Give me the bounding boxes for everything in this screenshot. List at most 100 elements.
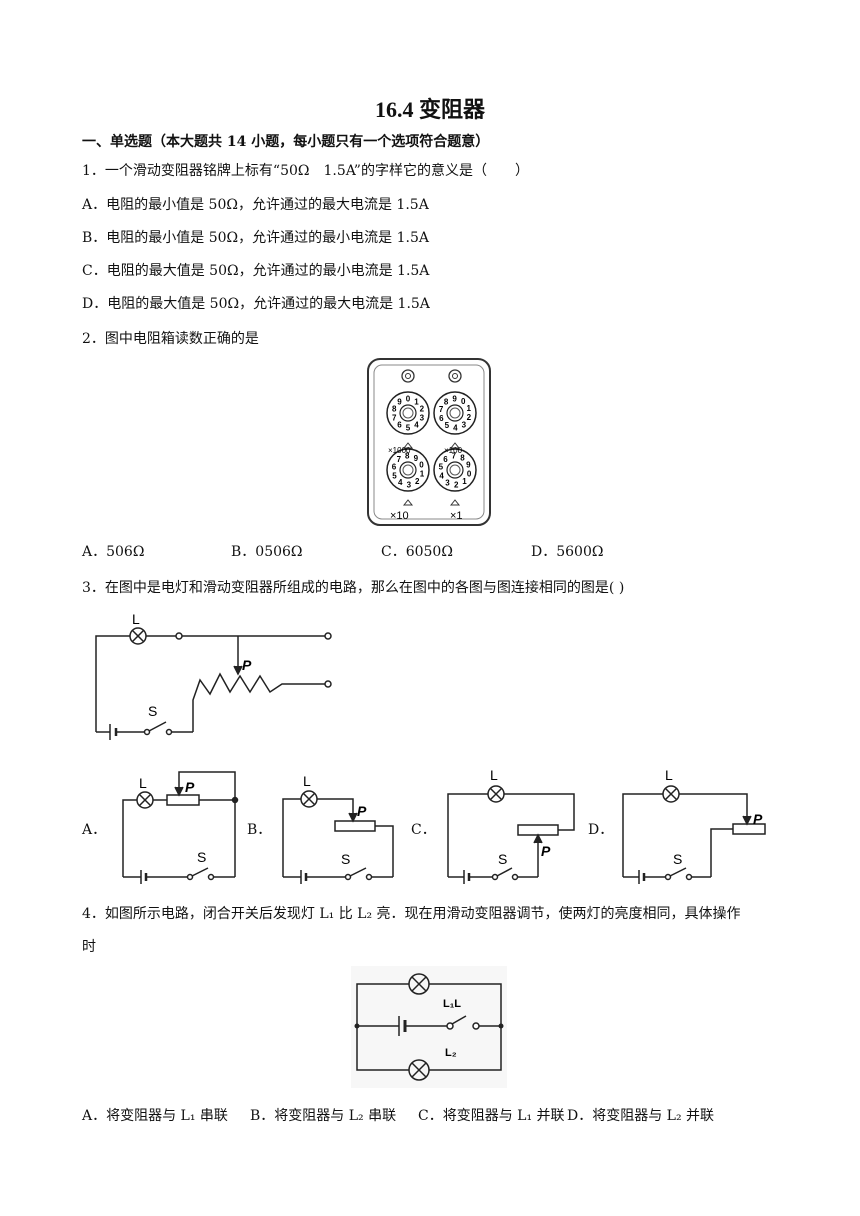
- dial-digit: 4: [453, 424, 458, 433]
- q3-option-a-circuit: L P S: [122, 771, 239, 884]
- dial-icon: [433, 391, 477, 435]
- q3-option-d: D．: [588, 822, 614, 838]
- q3-option-b: B．: [247, 822, 272, 838]
- pointer-icon: [402, 442, 414, 449]
- dial-icon: [386, 391, 430, 435]
- dial-icon: [386, 448, 430, 492]
- dial-digit: 3: [462, 421, 467, 430]
- dial-knob: [399, 404, 417, 422]
- dial-digit: 8: [405, 452, 410, 461]
- dial-digit: 0: [461, 397, 466, 406]
- dial-digit: 9: [397, 397, 402, 406]
- q4-circuit-figure: L₁L L₂: [351, 966, 507, 1088]
- switch-label: S: [498, 851, 507, 867]
- resistor-icon: [192, 672, 325, 727]
- dial-digit: 9: [414, 454, 419, 463]
- dial-digit: 4: [398, 478, 403, 487]
- dial-digit: 6: [443, 455, 448, 464]
- dial-digit: 6: [397, 421, 402, 430]
- q4-stem-line2: 时: [82, 939, 96, 955]
- dial-digit: 5: [445, 421, 450, 430]
- dial-digit: 2: [454, 480, 459, 489]
- dial-digit: 8: [392, 405, 397, 414]
- dial-digit: 6: [392, 462, 397, 471]
- switch-icon: [451, 1015, 467, 1025]
- dial-digit: 6: [439, 414, 444, 423]
- dial-digit: 0: [467, 469, 472, 478]
- slider-label: P: [753, 811, 763, 827]
- dial-digit: 7: [392, 414, 397, 423]
- switch-label: S: [341, 851, 350, 867]
- q1-option-c: C．电阻的最大值是 50Ω，允许通过的最小电流是 1.5A: [82, 263, 430, 279]
- dial-digit: 3: [420, 414, 425, 423]
- dial-digit: 7: [439, 405, 444, 414]
- dial-label-x100: ×100: [444, 446, 463, 455]
- q4-stem-line1: 4．如图所示电路，闭合开关后发现灯 L₁ 比 L₂ 亮．现在用滑动变阻器调节，使…: [82, 906, 741, 922]
- q2-stem: 2．图中电阻箱读数正确的是: [82, 331, 259, 347]
- slider-label: P: [357, 803, 367, 819]
- lamp-label: L: [665, 767, 673, 783]
- dial-label-x1000: ×1000: [388, 446, 411, 455]
- switch-label: S: [673, 851, 682, 867]
- dial-digit: 9: [466, 460, 471, 469]
- q3-option-d-circuit: L P S: [622, 767, 766, 884]
- pointer-icon: [402, 499, 414, 506]
- dial-knob-center: [402, 464, 414, 476]
- dial-digit: 5: [439, 463, 444, 472]
- lamp-l1-label: L₁L: [443, 998, 461, 1010]
- q2-option-b: B．0506Ω: [231, 544, 303, 560]
- slider-label: P: [242, 657, 252, 673]
- rheostat-icon: [166, 794, 200, 806]
- switch-label: S: [148, 703, 157, 719]
- dial-digit: 3: [407, 481, 412, 490]
- q3-option-c: C．: [411, 822, 436, 838]
- page-title: 16.4 变阻器: [374, 97, 485, 122]
- section-heading: 一、单选题（本大题共 14 小题，每小题只有一个选项符合题意）: [82, 134, 490, 150]
- dial-digit: 1: [414, 397, 419, 406]
- dial-digit: 1: [420, 470, 425, 479]
- dial-digit: 1: [462, 477, 467, 486]
- q4-option-b: B．将变阻器与 L₂ 串联: [250, 1108, 397, 1124]
- terminal-icon: [324, 680, 332, 688]
- dial-digit: 5: [406, 424, 411, 433]
- lamp-label: L: [490, 767, 498, 783]
- dial-digit: 4: [414, 421, 419, 430]
- dial-digit: 4: [439, 472, 444, 481]
- lamp-label: L: [303, 773, 311, 789]
- dial-knob: [446, 461, 464, 479]
- q4-option-d: D．将变阻器与 L₂ 并联: [567, 1108, 715, 1124]
- q3-main-circuit: L P S: [95, 612, 332, 740]
- q4-option-a: A．将变阻器与 L₁ 串联: [82, 1108, 228, 1124]
- dial-label-x1: ×1: [450, 510, 463, 522]
- lamp-l2-label: L₂: [445, 1047, 457, 1059]
- q3-option-c-circuit: L P S: [447, 767, 575, 884]
- q3-option-a: A．: [82, 822, 107, 838]
- rheostat-icon: [334, 820, 376, 832]
- slider-label: P: [541, 843, 551, 859]
- dial-knob: [399, 461, 417, 479]
- pointer-icon: [449, 442, 461, 449]
- pointer-icon: [449, 499, 461, 506]
- dial-digit: 1: [466, 404, 471, 413]
- dial-digit: 7: [397, 455, 402, 464]
- q3-option-b-circuit: L P S: [282, 773, 394, 884]
- q1-stem: 1．一个滑动变阻器铭牌上标有“50Ω 1.5A”的字样它的意义是（ ）: [82, 163, 529, 179]
- q2-option-c: C．6050Ω: [381, 544, 453, 560]
- dial-digit: 5: [392, 471, 397, 480]
- q2-option-d: D．5600Ω: [531, 544, 604, 560]
- terminal-icon: [324, 632, 332, 640]
- q4-option-c: C．将变阻器与 L₁ 并联: [418, 1108, 565, 1124]
- q2-option-a: A．506Ω: [82, 544, 145, 560]
- dial-digit: 2: [415, 477, 420, 486]
- switch-icon: [148, 721, 167, 732]
- slider-label: P: [185, 779, 195, 795]
- dial-digit: 0: [419, 461, 424, 470]
- q1-option-b: B．电阻的最小值是 50Ω，允许通过的最小电流是 1.5A: [82, 230, 429, 246]
- lamp-label: L: [132, 612, 140, 627]
- dial-digit: 9: [452, 395, 457, 404]
- dial-digit: 8: [444, 398, 449, 407]
- dial-label-x10: ×10: [390, 510, 409, 522]
- switch-label: S: [197, 849, 206, 865]
- dial-knob-center: [449, 464, 461, 476]
